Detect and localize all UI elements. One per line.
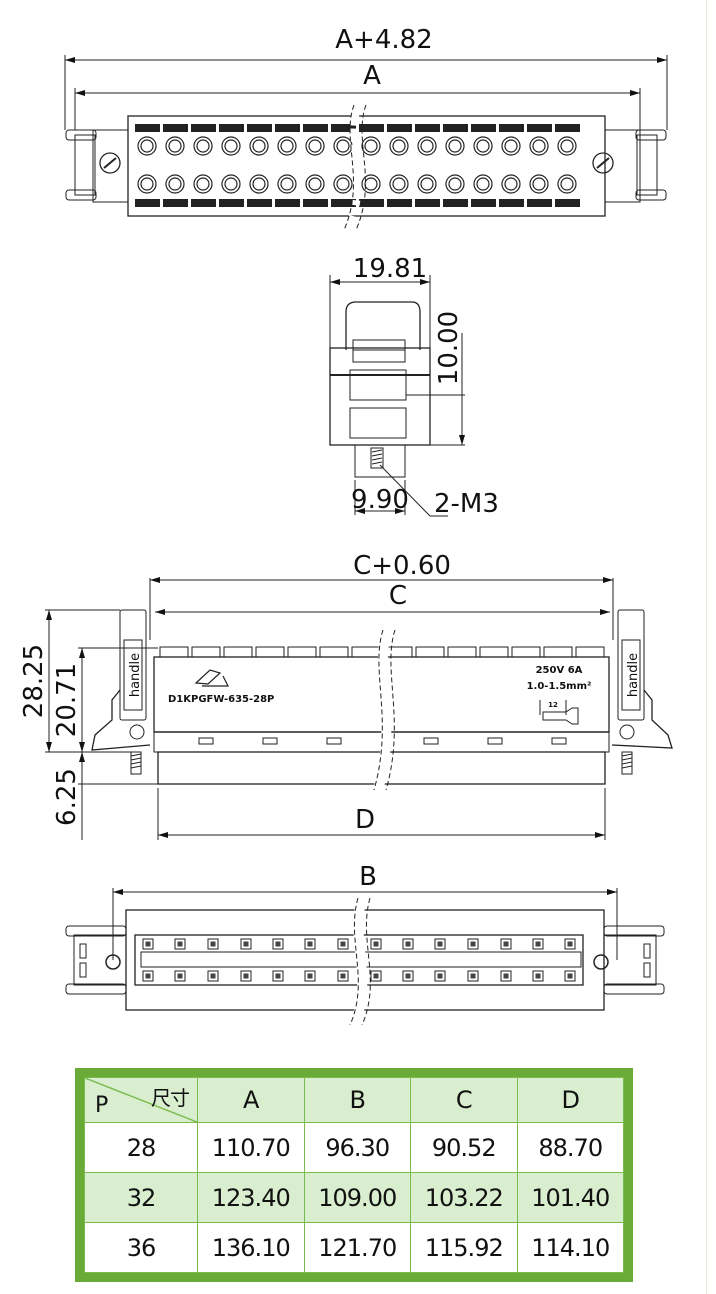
table-row: 32 123.40 109.00 103.22 101.40	[84, 1172, 624, 1223]
side-view	[45, 577, 673, 840]
table-corner-cell: P 尺寸	[84, 1077, 198, 1123]
dim-a-label: A	[363, 61, 381, 91]
table-row: 36 136.10 121.70 115.92 114.10	[84, 1222, 624, 1273]
end-view	[329, 275, 465, 517]
value-cell: 88.70	[516, 1122, 624, 1173]
end-width-label: 19.81	[353, 254, 427, 284]
col-header-a: A	[197, 1077, 305, 1123]
value-cell: 103.22	[410, 1172, 518, 1223]
end-screw-label: 2-M3	[434, 489, 499, 519]
end-height-label: 10.00	[434, 311, 464, 385]
height-body-label: 20.71	[52, 663, 82, 737]
value-cell: 114.10	[516, 1222, 624, 1273]
value-cell: 101.40	[516, 1172, 624, 1223]
value-cell: 109.00	[303, 1172, 411, 1223]
col-header-d: D	[516, 1077, 624, 1123]
dim-a-plus-label: A+4.82	[335, 25, 432, 55]
technical-drawing: A+4.82 A 19.81 10.00 9.90 2-M3	[19, 25, 673, 1028]
rating-vi-label: 250V 6A	[536, 665, 583, 676]
value-cell: 136.10	[197, 1222, 305, 1273]
dim-c-plus-label: C+0.60	[353, 551, 451, 581]
part-number-label: D1KPGFW-635-28P	[168, 694, 274, 705]
corner-col-label: 尺寸	[151, 1086, 190, 1110]
value-cell: 115.92	[410, 1222, 518, 1273]
value-cell: 123.40	[197, 1172, 305, 1223]
row-p-cell: 36	[84, 1222, 198, 1273]
top-view	[64, 55, 668, 232]
table-header-row: P 尺寸 A B C D	[84, 1077, 624, 1123]
row-p-cell: 28	[84, 1122, 198, 1173]
row-p-cell: 32	[84, 1172, 198, 1223]
handle-text-right: handle	[626, 653, 641, 697]
dim-d-label: D	[355, 805, 375, 835]
value-cell: 96.30	[303, 1122, 411, 1173]
corner-row-label: P	[95, 1093, 108, 1118]
dimension-table: P 尺寸 A B C D 28 110.70 96.30 90.52 88.70…	[84, 1077, 624, 1273]
end-pitch-label: 9.90	[351, 485, 409, 515]
col-header-c: C	[410, 1077, 518, 1123]
height-total-label: 28.25	[19, 644, 49, 718]
rating-wire-label: 1.0-1.5mm²	[527, 681, 592, 692]
handle-text-left: handle	[128, 653, 143, 697]
dim-b-label: B	[359, 862, 377, 892]
dim-c-label: C	[389, 581, 407, 611]
table-row: 28 110.70 96.30 90.52 88.70	[84, 1122, 624, 1173]
bottom-view	[65, 888, 665, 1028]
dimension-table-frame: P 尺寸 A B C D 28 110.70 96.30 90.52 88.70…	[75, 1068, 633, 1282]
value-cell: 121.70	[303, 1222, 411, 1273]
col-header-b: B	[303, 1077, 411, 1123]
page-edge-rule	[706, 0, 707, 1294]
diagonal-divider	[85, 1078, 197, 1122]
strip-length-label: 12	[548, 701, 558, 709]
value-cell: 90.52	[410, 1122, 518, 1173]
value-cell: 110.70	[197, 1122, 305, 1173]
pin-height-label: 6.25	[52, 768, 82, 826]
